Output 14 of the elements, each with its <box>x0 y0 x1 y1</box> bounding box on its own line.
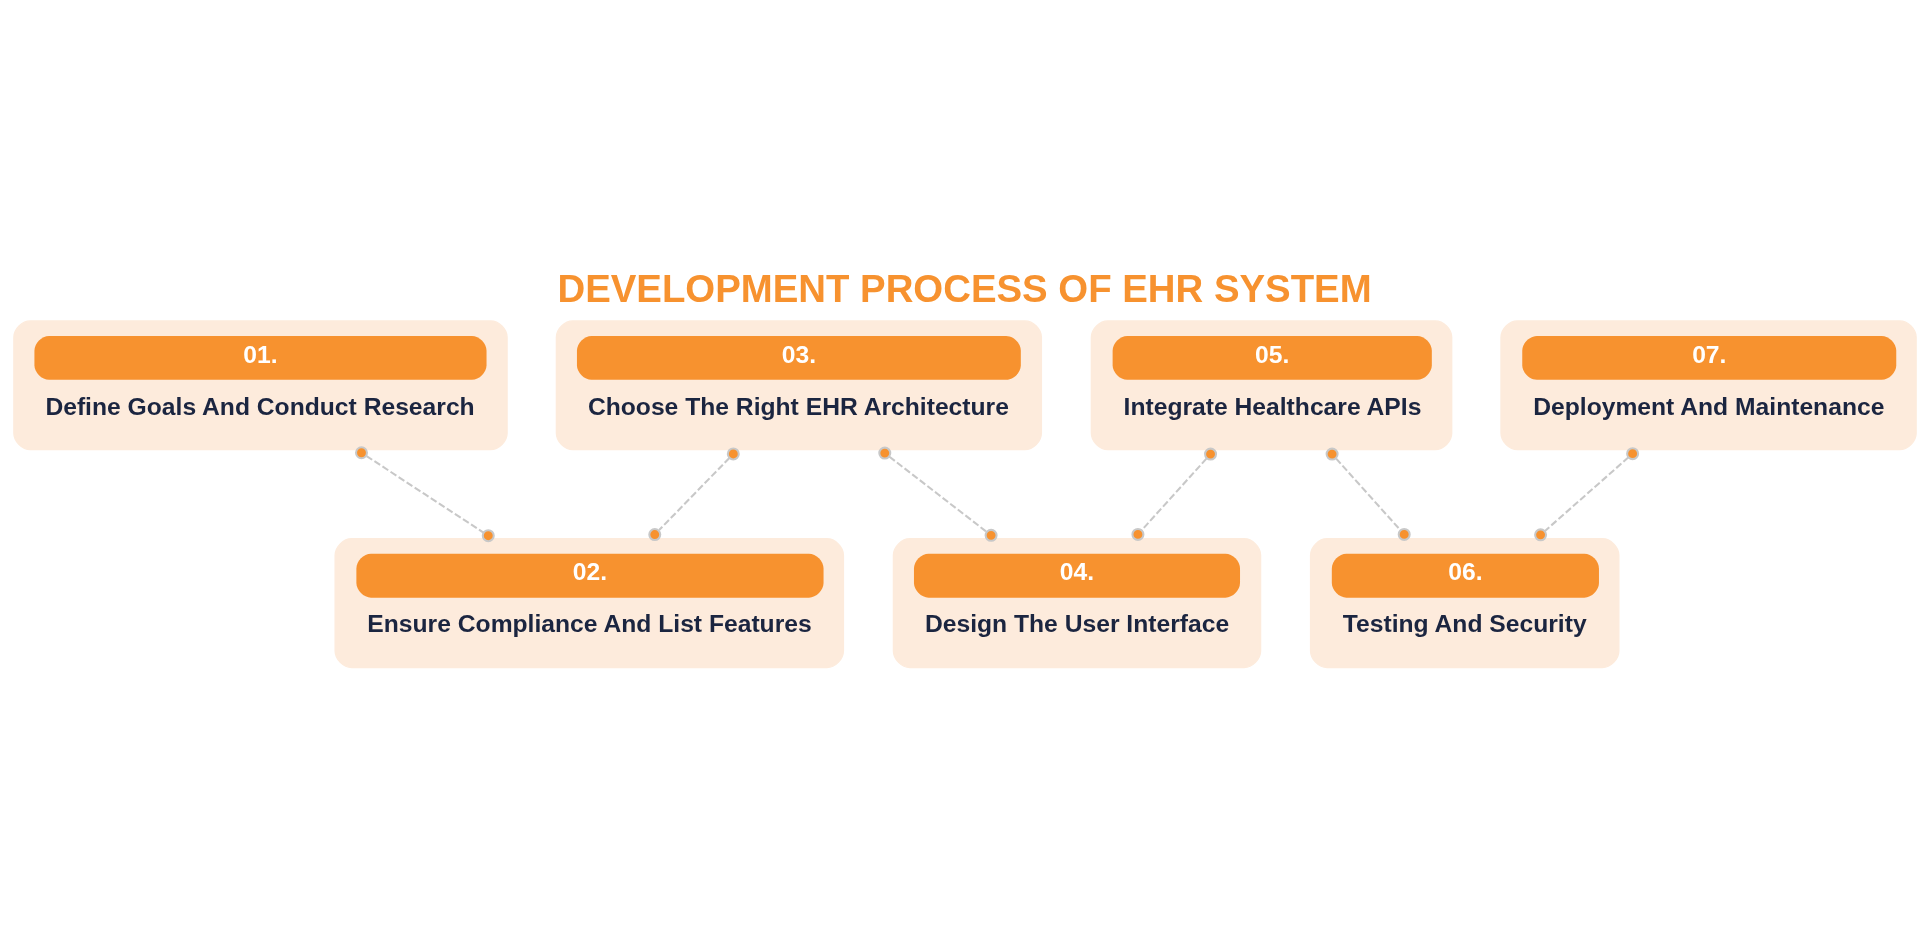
connector <box>1131 447 1218 541</box>
node-box: 02. Ensure Compliance And List Features <box>334 537 845 668</box>
node-box: 07. Deployment And Maintenance <box>1500 319 1917 450</box>
connector <box>355 445 495 542</box>
connector <box>1534 446 1640 541</box>
diagram-title: DEVELOPMENT PROCESS OF EHR SYSTEM <box>557 266 1372 310</box>
node-box: 04. Design The User Interface <box>892 537 1262 668</box>
node-box: 05. Integrate Healthcare APIs <box>1090 319 1453 450</box>
connector <box>878 446 998 542</box>
node-box: 06. Testing And Security <box>1309 537 1620 668</box>
connector <box>1325 447 1411 541</box>
node-box: 01. Define Goals And Conduct Research <box>13 319 508 450</box>
node-box: 03. Choose The Right EHR Architecture <box>555 319 1043 450</box>
connector <box>648 446 740 541</box>
